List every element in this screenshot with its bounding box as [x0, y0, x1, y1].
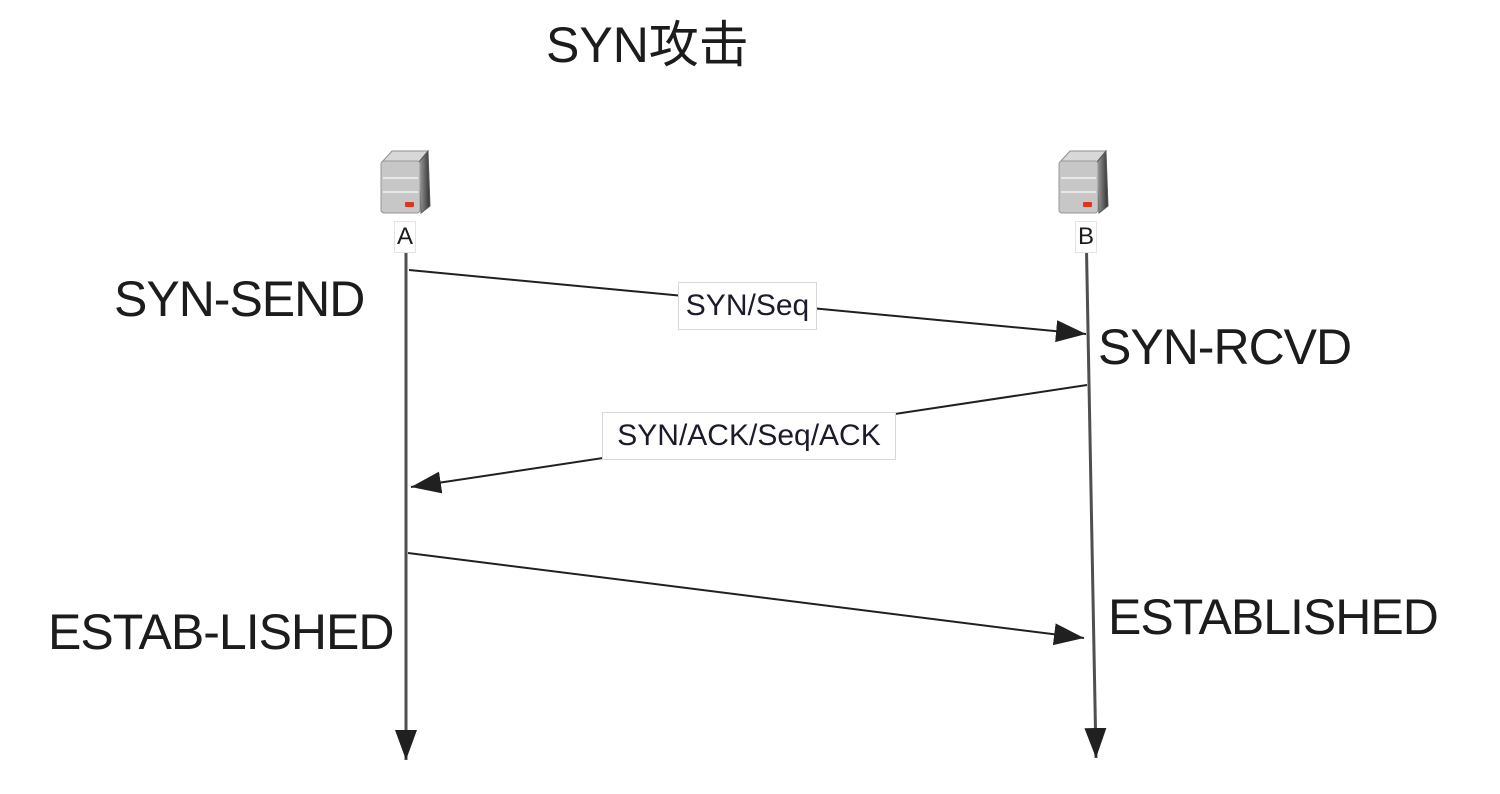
- message-label-synack: SYN/ACK/Seq/ACK: [602, 412, 896, 460]
- actor-label-b: B: [1075, 221, 1098, 253]
- state-label-syn-send: SYN-SEND: [114, 271, 365, 327]
- server-icon-b: [1058, 150, 1109, 214]
- state-label-syn-rcvd: SYN-RCVD: [1098, 319, 1352, 375]
- state-label-established: ESTABLISHED: [1108, 589, 1439, 645]
- actor-label-a: A: [394, 221, 417, 253]
- state-label-estab-lished: ESTAB-LISHED: [48, 604, 394, 660]
- message-arrow-ack: [407, 552, 1085, 646]
- diagram-title: SYN攻击: [546, 17, 749, 73]
- message-label-syn: SYN/Seq: [678, 282, 817, 330]
- server-icon-a: [380, 150, 431, 214]
- lifeline-b: [1084, 222, 1107, 759]
